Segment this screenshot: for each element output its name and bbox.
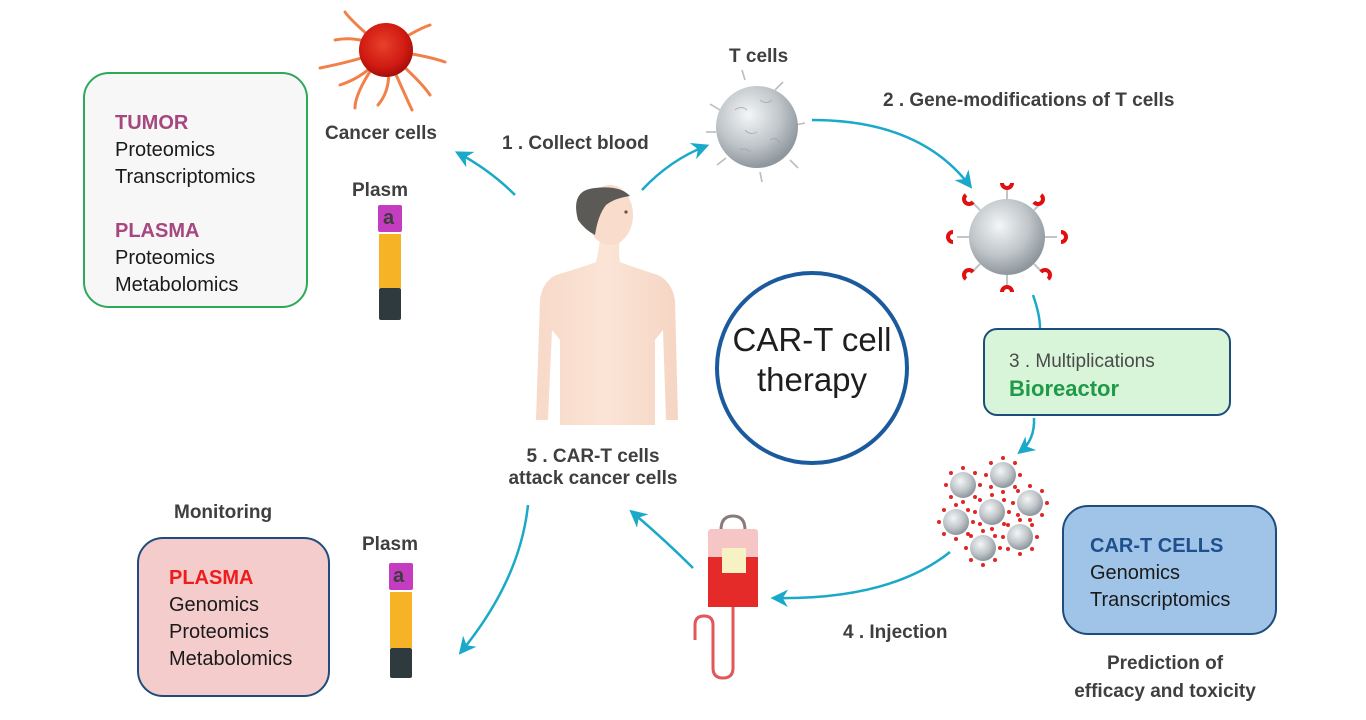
step-5-line2: attack cancer cells	[508, 468, 678, 489]
arrow-to-monitoring	[458, 504, 530, 655]
car-t-cells-heading: CAR-T CELLS	[1090, 535, 1224, 557]
step-1-collect-blood: 1 . Collect blood	[502, 133, 649, 154]
car-t-item: Transcriptomics	[1090, 589, 1231, 611]
monitoring-plasma-heading: PLASMA	[169, 567, 254, 589]
arrow-to-patient	[629, 509, 694, 569]
expanded-car-t-cells-icon	[937, 456, 1049, 567]
arrow-collect-blood	[641, 142, 710, 191]
plasma-heading: PLASMA	[115, 220, 200, 242]
t-cells-label: T cells	[729, 46, 789, 67]
car-t-item: Genomics	[1090, 562, 1181, 584]
tube-label-bottom: a	[393, 565, 405, 587]
center-title-line1: CAR-T cell	[732, 321, 892, 358]
bioreactor-label: Bioreactor	[1009, 376, 1120, 401]
step-2-gene-modifications: 2 . Gene-modifications of T cells	[883, 90, 1175, 111]
step-5-line1: 5 . CAR-T cells	[526, 446, 660, 467]
bioreactor-box: 3 . Multiplications Bioreactor	[983, 328, 1231, 416]
center-title-line2: therapy	[756, 361, 868, 398]
patient-body-icon	[536, 185, 678, 425]
plasma-tube-top-icon	[378, 205, 402, 320]
plasm-top-label: Plasm	[352, 180, 408, 201]
monitoring-item: Metabolomics	[169, 648, 293, 670]
expanded-cell	[964, 529, 1002, 567]
center-circle	[715, 271, 909, 465]
cancer-cells-label: Cancer cells	[325, 123, 437, 144]
tumor-item: Proteomics	[115, 139, 216, 161]
tumor-heading: TUMOR	[115, 112, 189, 134]
tumor-plasma-omics-box: TUMOR Proteomics Transcriptomics PLASMA …	[83, 72, 308, 308]
t-cell-icon	[706, 69, 806, 183]
iv-blood-bag-icon	[693, 514, 758, 680]
prediction-label: Prediction of efficacy and toxicity	[1070, 650, 1260, 706]
arrow-injection	[770, 551, 951, 607]
arrow-to-expanded-cells	[1017, 417, 1037, 455]
car-t-cells-omics-box: CAR-T CELLS Genomics Transcriptomics	[1062, 505, 1277, 635]
arrow-gene-modification	[811, 118, 973, 189]
prediction-line2: efficacy and toxicity	[1074, 681, 1256, 702]
expanded-cell	[984, 456, 1022, 494]
monitoring-item: Genomics	[169, 594, 260, 616]
monitoring-item: Proteomics	[169, 621, 270, 643]
expanded-cell	[973, 493, 1011, 531]
plasm-bottom-label: Plasm	[362, 534, 418, 555]
step-4-injection: 4 . Injection	[843, 622, 948, 643]
step-3-multiplications: 3 . Multiplications	[1009, 351, 1155, 372]
step-5-attack: 5 . CAR-T cells attack cancer cells	[488, 446, 698, 490]
prediction-line1: Prediction of	[1106, 653, 1224, 674]
plasma-tube-bottom-icon	[389, 563, 413, 678]
plasma-item: Proteomics	[115, 247, 216, 269]
cancer-cell-icon	[318, 10, 447, 112]
plasma-item: Metabolomics	[115, 274, 239, 296]
car-t-cell-icon	[946, 182, 1068, 293]
monitoring-plasma-box: PLASMA Genomics Proteomics Metabolomics	[137, 537, 330, 697]
expanded-cell	[1011, 484, 1049, 522]
expanded-cell	[937, 503, 975, 541]
arrow-to-bioreactor	[1031, 294, 1042, 329]
expanded-cell	[944, 466, 982, 504]
tumor-item: Transcriptomics	[115, 166, 256, 188]
tube-label-top: a	[383, 207, 395, 229]
monitoring-label: Monitoring	[174, 502, 273, 523]
expanded-cell	[1001, 518, 1039, 556]
center-title: CAR-T cell therapy	[717, 320, 907, 400]
arrow-to-cancer-cells	[454, 151, 516, 196]
